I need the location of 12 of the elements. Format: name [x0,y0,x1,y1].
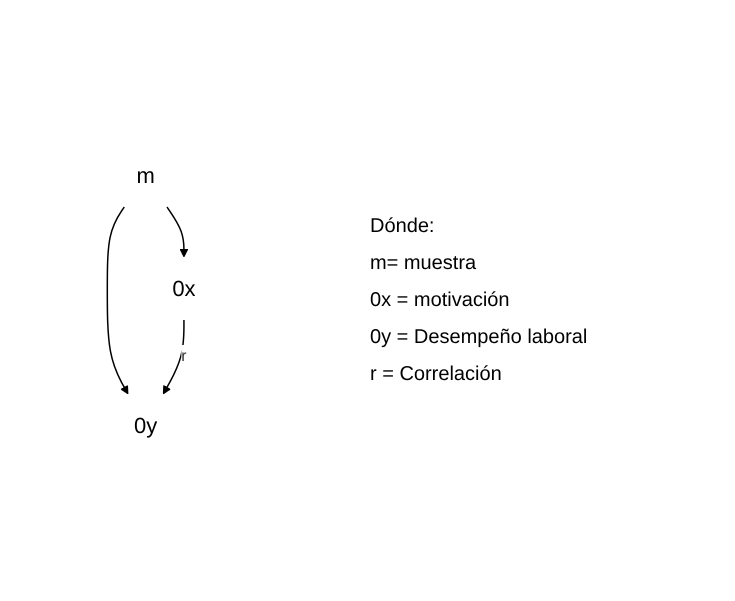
legend-note: Dónde: [370,215,436,238]
edge-label: r [181,348,187,365]
node-text: 0x [172,276,196,301]
legend-note: 0x = motivación [370,289,511,312]
node-text: m [136,163,156,188]
arrow [163,320,185,394]
arrow [106,206,129,394]
legend-note: 0y = Desempeño laboral [370,326,588,349]
legend-note: m= muestra [370,252,478,275]
arrow [166,206,189,258]
node-text: 0y [134,413,158,438]
legend-note: r = Correlación [370,363,503,386]
